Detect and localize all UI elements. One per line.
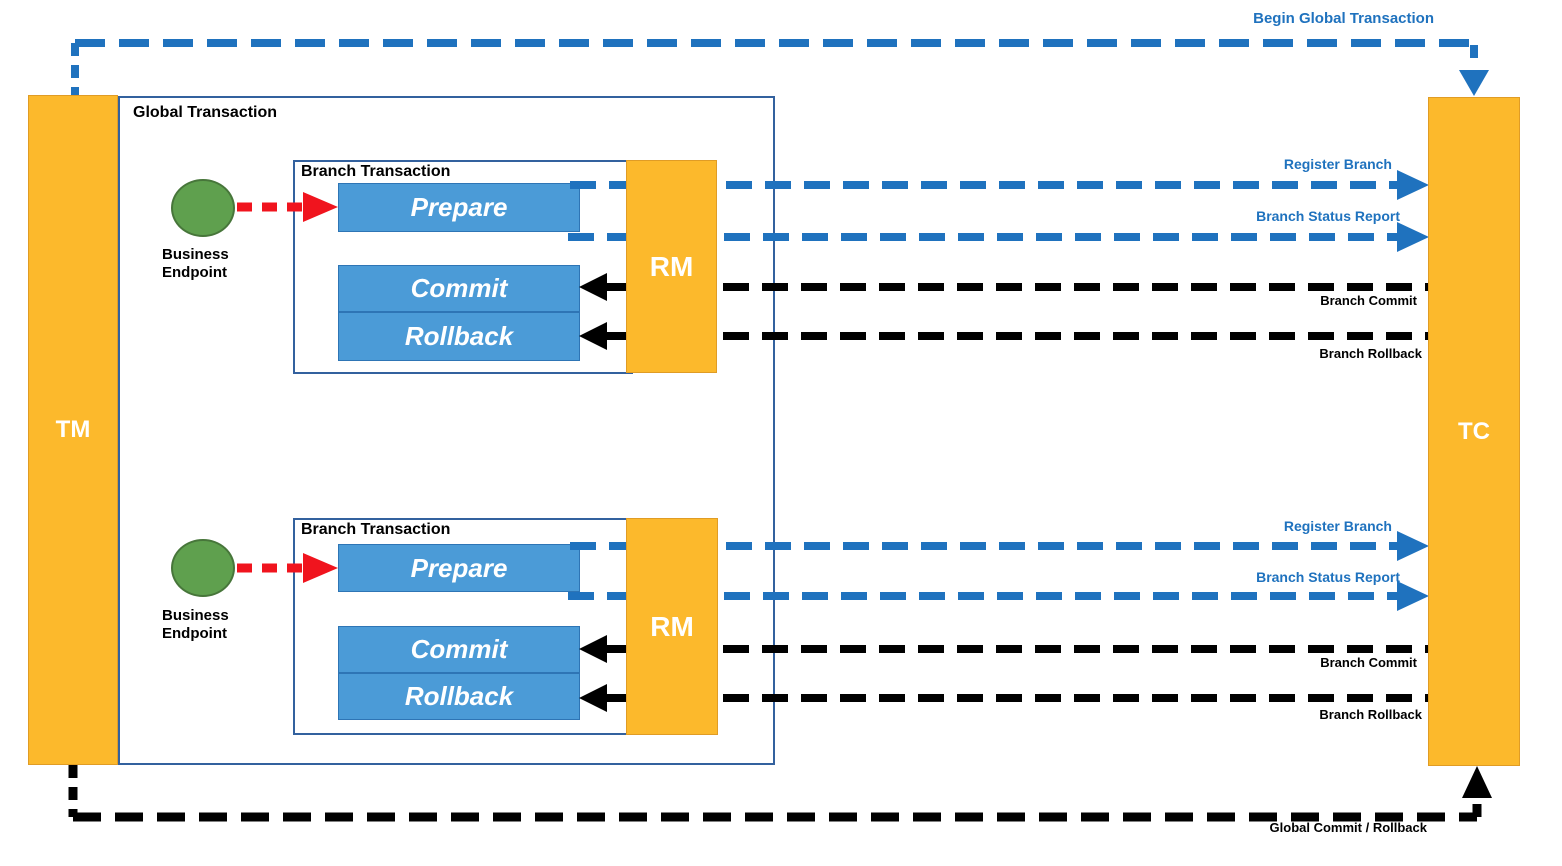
branch-commit-label-1: Branch Commit bbox=[1320, 293, 1417, 308]
branch-status-report-label-2: Branch Status Report bbox=[1256, 569, 1400, 585]
tm-box: TM bbox=[28, 95, 118, 765]
tc-label: TC bbox=[1458, 417, 1490, 445]
global-commit-rollback-label: Global Commit / Rollback bbox=[1269, 820, 1427, 835]
tm-label: TM bbox=[55, 416, 91, 443]
branch-status-report-label-1: Branch Status Report bbox=[1256, 208, 1400, 224]
branch-transaction-label-1: Branch Transaction bbox=[301, 163, 451, 180]
register-branch-arrowhead-2 bbox=[1397, 531, 1429, 561]
global-transaction-label: Global Transaction bbox=[133, 104, 278, 121]
begin-global-transaction-label: Begin Global Transaction bbox=[1253, 10, 1434, 27]
register-branch-arrowhead-1 bbox=[1397, 170, 1429, 200]
rollback-box-1: Rollback bbox=[338, 312, 580, 361]
rollback-box-2: Rollback bbox=[338, 673, 580, 720]
rm-box-1: RM bbox=[626, 160, 717, 373]
rm-label-2: RM bbox=[650, 610, 694, 642]
business-endpoint-circle-2 bbox=[171, 539, 235, 597]
branch-status-report-arrowhead-2 bbox=[1397, 581, 1429, 611]
commit-box-1: Commit bbox=[338, 265, 580, 312]
branch-transaction-label-2: Branch Transaction bbox=[301, 521, 451, 538]
tc-box: TC bbox=[1428, 97, 1520, 766]
branch-rollback-label-1: Branch Rollback bbox=[1319, 346, 1422, 361]
branch-status-report-arrowhead-1 bbox=[1397, 222, 1429, 252]
begin-global-transaction-arrowhead bbox=[1459, 70, 1489, 96]
prepare-box-2: Prepare bbox=[338, 544, 580, 592]
register-branch-label-2: Register Branch bbox=[1283, 518, 1392, 534]
prepare-box-1: Prepare bbox=[338, 183, 580, 232]
business-endpoint-label-1: Business Endpoint bbox=[162, 246, 229, 281]
rm-label-1: RM bbox=[649, 250, 694, 282]
business-endpoint-label-2: Business Endpoint bbox=[162, 607, 229, 642]
branch-rollback-label-2: Branch Rollback bbox=[1319, 707, 1422, 722]
rm-box-2: RM bbox=[626, 518, 718, 735]
global-commit-rollback-arrowhead bbox=[1462, 766, 1492, 798]
branch-commit-label-2: Branch Commit bbox=[1320, 655, 1417, 670]
register-branch-label-1: Register Branch bbox=[1283, 156, 1392, 172]
business-endpoint-circle-1 bbox=[171, 179, 235, 237]
commit-box-2: Commit bbox=[338, 626, 580, 673]
